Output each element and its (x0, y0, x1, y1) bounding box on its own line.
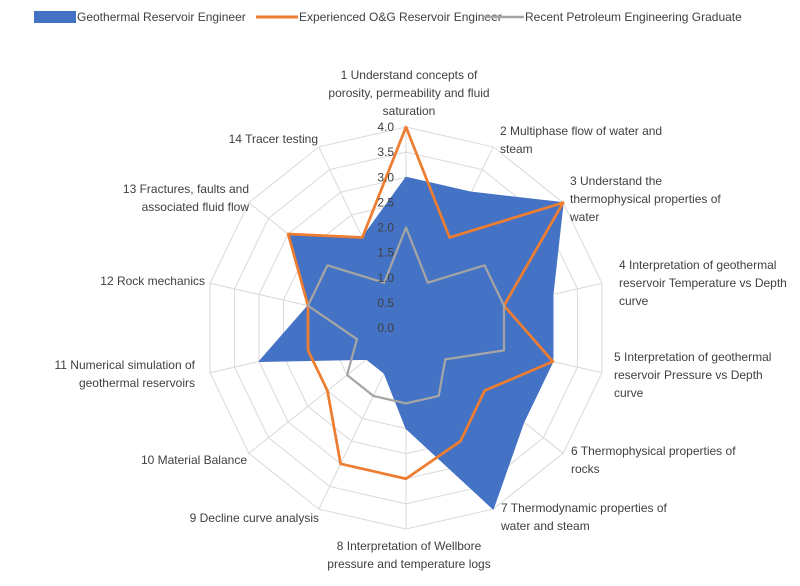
legend-swatch (34, 11, 76, 23)
tick-label: 2.0 (377, 221, 394, 235)
tick-label: 4.0 (377, 120, 394, 134)
series-3-shape (306, 226, 506, 405)
tick-label: 0.0 (377, 321, 394, 335)
legend-label: Geothermal Reservoir Engineer (77, 10, 246, 24)
legend-label: Experienced O&G Reservoir Engineer (299, 10, 502, 24)
category-label: 10 Material Balance (141, 453, 247, 467)
series-1-shape (258, 176, 564, 510)
tick-label: 3.5 (377, 145, 394, 159)
category-label: 14 Tracer testing (229, 132, 318, 146)
tick-label: 1.0 (377, 271, 394, 285)
tick-label: 0.5 (377, 296, 394, 310)
category-label: 9 Decline curve analysis (190, 511, 319, 525)
legend-label: Recent Petroleum Engineering Graduate (525, 10, 742, 24)
tick-labels: 0.0 0.5 1.0 1.5 2.0 2.5 3.0 3.5 4.0 (377, 120, 394, 335)
category-label: 12 Rock mechanics (100, 274, 205, 288)
series-2-shape (286, 125, 565, 481)
series-layer (258, 125, 565, 510)
tick-label: 1.5 (377, 246, 394, 260)
tick-label: 3.0 (377, 170, 394, 184)
legend: Geothermal Reservoir Engineer Experienced… (34, 10, 742, 24)
tick-label: 2.5 (377, 195, 394, 209)
